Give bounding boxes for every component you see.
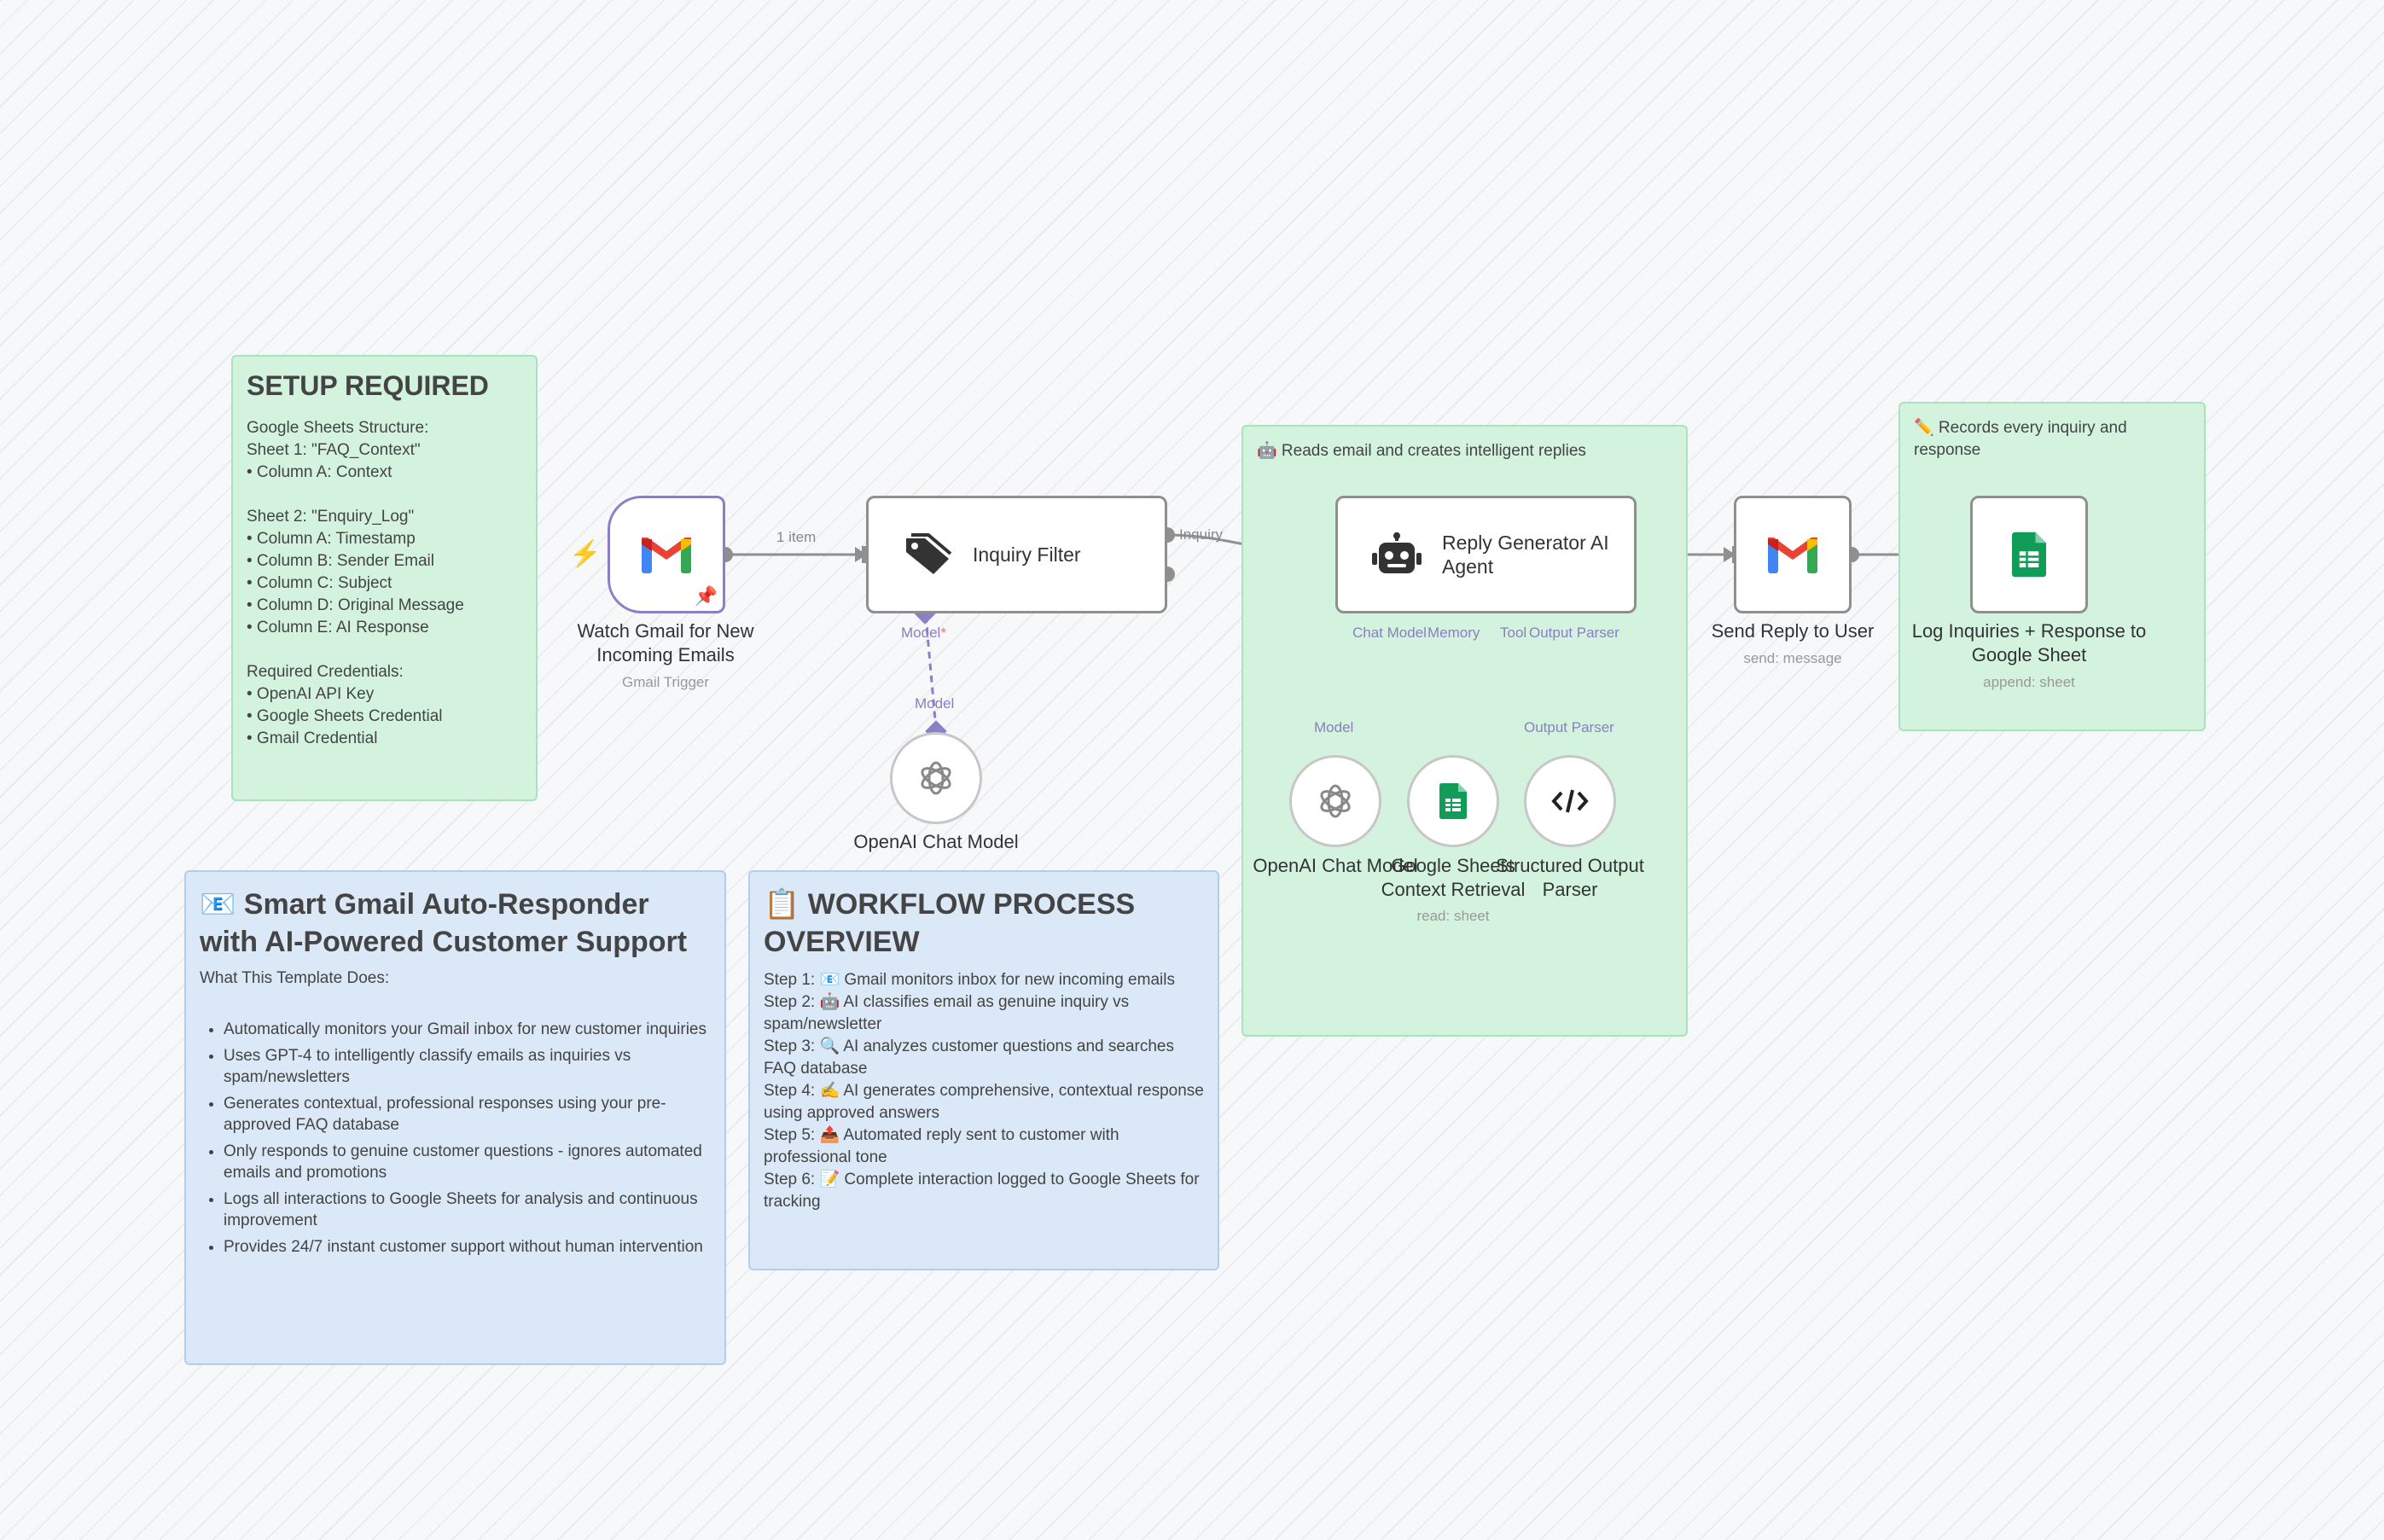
process-step: Step 5: 📤 Automated reply sent to custom…: [764, 1126, 1124, 1166]
setup-note-body: Google Sheets Structure: Sheet 1: "FAQ_C…: [247, 417, 522, 750]
setup-note-title: SETUP REQUIRED: [247, 370, 489, 401]
setup-line: Google Sheets Structure:: [247, 419, 429, 437]
trigger-bolt-icon: ⚡: [569, 540, 602, 568]
process-steps: Step 1: 📧 Gmail monitors inbox for new i…: [764, 969, 1204, 1213]
agent-openai-model-node[interactable]: [1289, 755, 1381, 847]
agent-group-note-text: 🤖 Reads email and creates intelligent re…: [1257, 442, 1586, 460]
setup-line: • Column A: Timestamp: [247, 530, 416, 548]
process-step: Step 6: 📝 Complete interaction logged to…: [764, 1171, 1204, 1211]
edge-items-label: 1 item: [776, 529, 817, 545]
parser-target-label: Output Parser: [1524, 719, 1614, 735]
gmail-trigger-node[interactable]: 📌: [608, 496, 725, 613]
agent-chat-model-label: Chat Model: [1352, 625, 1427, 641]
setup-note[interactable]: SETUP REQUIRED Google Sheets Structure: …: [231, 355, 538, 801]
filter-openai-model-node[interactable]: [890, 732, 982, 824]
google-sheets-icon: [1439, 783, 1467, 819]
code-icon: [1551, 789, 1589, 813]
agent-tool-label: Tool: [1500, 625, 1527, 641]
agent-output-parser-label: Output Parser: [1529, 625, 1619, 641]
google-sheets-icon: [2012, 532, 2046, 578]
sheets-tool-subtitle: read: sheet: [1416, 908, 1490, 924]
edge-arrow: [855, 547, 867, 562]
send-reply-node[interactable]: [1734, 496, 1852, 613]
setup-line: [247, 484, 522, 506]
gmail-trigger-title: Watch Gmail for New Incoming Emails: [577, 620, 754, 665]
setup-line: Sheet 1: "FAQ_Context": [247, 441, 421, 459]
send-reply-subtitle: send: message: [1743, 650, 1842, 666]
list-item: Provides 24/7 instant customer support w…: [224, 1236, 711, 1258]
setup-line: • Column B: Sender Email: [247, 552, 434, 570]
intro-note[interactable]: 📧 Smart Gmail Auto-Responder with AI-Pow…: [184, 870, 726, 1365]
log-group-note-text: ✏️ Records every inquiry and response: [1914, 419, 2127, 459]
pin-icon: 📌: [694, 585, 718, 607]
tag-icon: [906, 533, 952, 574]
log-sheet-subtitle: append: sheet: [1983, 674, 2075, 690]
robot-icon: [1372, 532, 1422, 573]
process-step: Step 3: 🔍 AI analyzes customer questions…: [764, 1037, 1179, 1078]
output-parser-title: Structured Output Parser: [1496, 855, 1644, 900]
output-parser-node[interactable]: [1524, 755, 1616, 847]
required-marker: *: [940, 625, 946, 641]
setup-line: • Column C: Subject: [247, 574, 392, 592]
inquiry-filter-title: Inquiry Filter: [973, 543, 1081, 566]
setup-line: • OpenAI API Key: [247, 685, 375, 703]
edge-inquiry-label: Inquiry: [1179, 526, 1224, 543]
setup-line: • Column E: AI Response: [247, 619, 429, 636]
send-reply-title: Send Reply to User: [1711, 620, 1875, 642]
filter-openai-model-title: OpenAI Chat Model: [853, 831, 1019, 852]
openai-icon: [1320, 784, 1351, 818]
process-step: Step 4: ✍️ AI generates comprehensive, c…: [764, 1082, 1209, 1122]
openai-icon: [921, 761, 951, 795]
list-item: Only responds to genuine customer questi…: [224, 1141, 711, 1183]
process-note[interactable]: 📋 WORKFLOW PROCESS OVERVIEW Step 1: 📧 Gm…: [748, 870, 1219, 1270]
log-group-note[interactable]: ✏️ Records every inquiry and response: [1898, 402, 2206, 731]
setup-line: [247, 639, 522, 661]
inquiry-filter-node[interactable]: Inquiry Filter: [866, 496, 1167, 613]
gmail-icon: [642, 538, 691, 573]
process-step: Step 2: 🤖 AI classifies email as genuine…: [764, 993, 1134, 1033]
setup-line: • Column A: Context: [247, 463, 392, 481]
agent-model-target-label: Model: [1314, 719, 1354, 735]
sheets-tool-node[interactable]: [1407, 755, 1499, 847]
setup-line: • Gmail Credential: [247, 729, 378, 747]
gmail-icon: [1768, 538, 1817, 573]
intro-note-title: 📧 Smart Gmail Auto-Responder with AI-Pow…: [200, 888, 688, 958]
setup-line: Required Credentials:: [247, 663, 404, 681]
reply-agent-node[interactable]: Reply Generator AI Agent: [1335, 496, 1637, 613]
setup-line: • Google Sheets Credential: [247, 707, 443, 725]
filter-model-target-label: Model: [915, 695, 955, 712]
port-label-text: Model: [901, 625, 941, 641]
list-item: Generates contextual, professional respo…: [224, 1093, 711, 1136]
process-note-title: 📋 WORKFLOW PROCESS OVERVIEW: [764, 888, 1136, 958]
list-item: Automatically monitors your Gmail inbox …: [224, 1019, 711, 1040]
filter-model-port-label: Model*: [901, 625, 946, 642]
setup-line: • Column D: Original Message: [247, 596, 464, 614]
reply-agent-title: Reply Generator AI Agent: [1442, 532, 1609, 578]
gmail-trigger-subtitle: Gmail Trigger: [621, 674, 710, 690]
setup-line: Sheet 2: "Enquiry_Log": [247, 508, 415, 526]
intro-note-list: Automatically monitors your Gmail inbox …: [200, 1019, 711, 1258]
process-step: Step 1: 📧 Gmail monitors inbox for new i…: [764, 971, 1175, 989]
intro-note-subtitle: What This Template Does:: [200, 969, 390, 987]
log-sheet-title: Log Inquiries + Response to Google Sheet: [1911, 620, 2147, 665]
agent-memory-label: Memory: [1427, 625, 1480, 641]
list-item: Logs all interactions to Google Sheets f…: [224, 1188, 711, 1231]
log-sheet-node[interactable]: [1970, 496, 2088, 613]
sheets-tool-title: Google Sheets Context Retrieval: [1381, 855, 1526, 900]
agent-openai-model-title: OpenAI Chat Model: [1253, 855, 1418, 876]
list-item: Uses GPT-4 to intelligently classify ema…: [224, 1045, 711, 1088]
